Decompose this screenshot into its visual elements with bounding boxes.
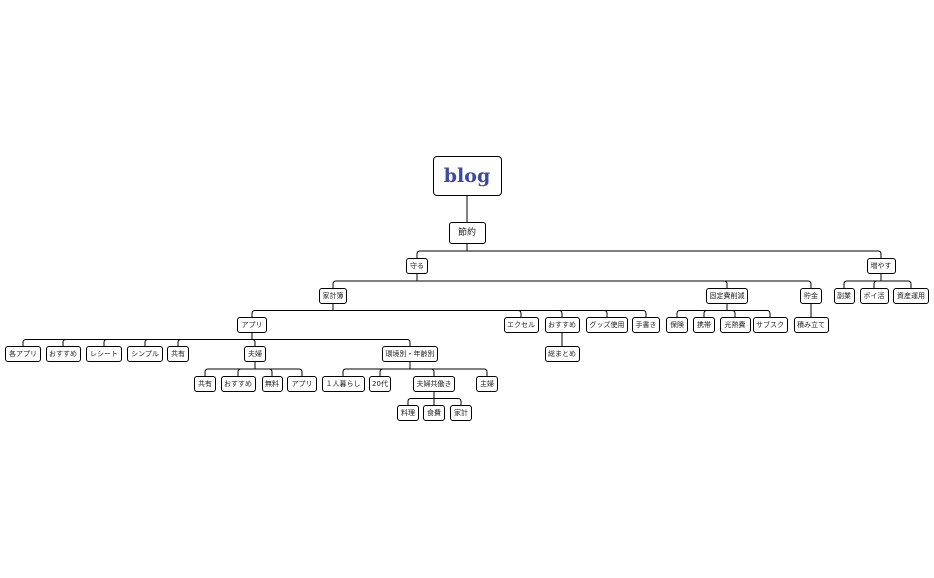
connector-fuyasu-to-poikatsu	[873, 280, 881, 288]
node-fuyasu[interactable]: 増やす	[866, 258, 896, 274]
node-kaku-appli[interactable]: 各アプリ	[5, 346, 41, 362]
connector-koteihi-to-keitai	[703, 310, 727, 317]
node-kankyo[interactable]: 環境別・年齢別	[382, 346, 438, 362]
node-ryori[interactable]: 料理	[397, 405, 419, 421]
node-matome[interactable]: 総まとめ	[544, 346, 580, 362]
connector-appli-to-kankyo	[252, 339, 411, 346]
connector-tomobataraki-to-kakei	[434, 398, 462, 405]
connector-fufu-1-to-osusume-2	[237, 368, 255, 376]
connector-kankyo-to-shufu	[410, 368, 488, 376]
connector-kakeibo-to-appli	[251, 310, 333, 317]
connector-appli-to-osusume-1	[62, 339, 252, 346]
node-root[interactable]: blog	[432, 156, 502, 196]
node-fukugyo[interactable]: 副業	[833, 288, 855, 304]
node-tomobataraki[interactable]: 夫婦共働き	[413, 376, 455, 392]
connector-koteihi-to-subsc	[727, 310, 771, 317]
node-keitai[interactable]: 携帯	[693, 317, 715, 333]
node-hoken[interactable]: 保険	[666, 317, 688, 333]
node-muryo[interactable]: 無料	[261, 376, 283, 392]
node-shokuhi[interactable]: 食費	[423, 405, 445, 421]
node-kounetsu[interactable]: 光熱費	[719, 317, 751, 333]
connector-appli-to-receipt	[103, 339, 252, 346]
node-subsc[interactable]: サブスク	[752, 317, 788, 333]
connector-kankyo-to-hitori	[342, 368, 410, 376]
connector-mamoru-to-kakeibo	[332, 280, 417, 288]
connector-fufu-1-to-appli-2	[255, 368, 303, 376]
node-20dai[interactable]: 20代	[369, 376, 391, 392]
connector-kakeibo-to-excel	[333, 310, 522, 317]
connector-fufu-1-to-kyoyu-2	[204, 368, 255, 376]
node-simple[interactable]: シンプル	[127, 346, 163, 362]
connector-fuyasu-to-shisan	[881, 280, 912, 288]
connector-appli-to-kaku-appli	[22, 339, 252, 346]
connector-kakeibo-to-tegaki	[333, 310, 647, 317]
node-osusume-3[interactable]: おすすめ	[544, 317, 580, 333]
node-mamoru[interactable]: 守る	[406, 258, 428, 274]
node-goods[interactable]: グッズ使用	[586, 317, 628, 333]
node-poikatsu[interactable]: ポイ活	[859, 288, 889, 304]
connector-tomobataraki-to-ryori	[407, 398, 434, 405]
node-kakeibo[interactable]: 家計簿	[319, 288, 347, 304]
node-shufu[interactable]: 主婦	[476, 376, 498, 392]
node-osusume-2[interactable]: おすすめ	[220, 376, 256, 392]
connector-mamoru-to-chokin	[417, 280, 812, 288]
connector-fufu-1-to-muryo	[255, 368, 273, 376]
node-kakei[interactable]: 家計	[450, 405, 472, 421]
connector-appli-to-simple	[144, 339, 252, 346]
connector-fuyasu-to-fukugyo	[843, 280, 881, 288]
node-receipt[interactable]: レシート	[86, 346, 122, 362]
connector-kankyo-to-tomobataraki	[410, 368, 435, 376]
connector-kankyo-to-20dai	[379, 368, 410, 376]
connector-setsuyaku-to-fuyasu	[467, 250, 882, 258]
node-koteihi[interactable]: 固定費削減	[706, 288, 748, 304]
node-osusume-1[interactable]: おすすめ	[45, 346, 81, 362]
node-shisan[interactable]: 資産運用	[893, 288, 929, 304]
node-fufu-1[interactable]: 夫婦	[244, 346, 266, 362]
connector-mamoru-to-koteihi	[417, 280, 728, 288]
node-hitori[interactable]: １人暮らし	[321, 376, 365, 392]
node-tegaki[interactable]: 手書き	[632, 317, 660, 333]
connector-setsuyaku-to-mamoru	[416, 250, 467, 258]
node-kyoyu-1[interactable]: 共有	[167, 346, 189, 362]
node-excel[interactable]: エクセル	[503, 317, 539, 333]
node-appli-2[interactable]: アプリ	[287, 376, 317, 392]
connector-koteihi-to-hoken	[676, 310, 727, 317]
node-tsumitate[interactable]: 積み立て	[793, 317, 829, 333]
node-appli[interactable]: アプリ	[237, 317, 267, 333]
connector-appli-to-kyoyu-1	[177, 339, 252, 346]
node-kyoyu-2[interactable]: 共有	[194, 376, 216, 392]
node-setsuyaku[interactable]: 節約	[448, 222, 486, 244]
node-chokin[interactable]: 貯金	[800, 288, 822, 304]
